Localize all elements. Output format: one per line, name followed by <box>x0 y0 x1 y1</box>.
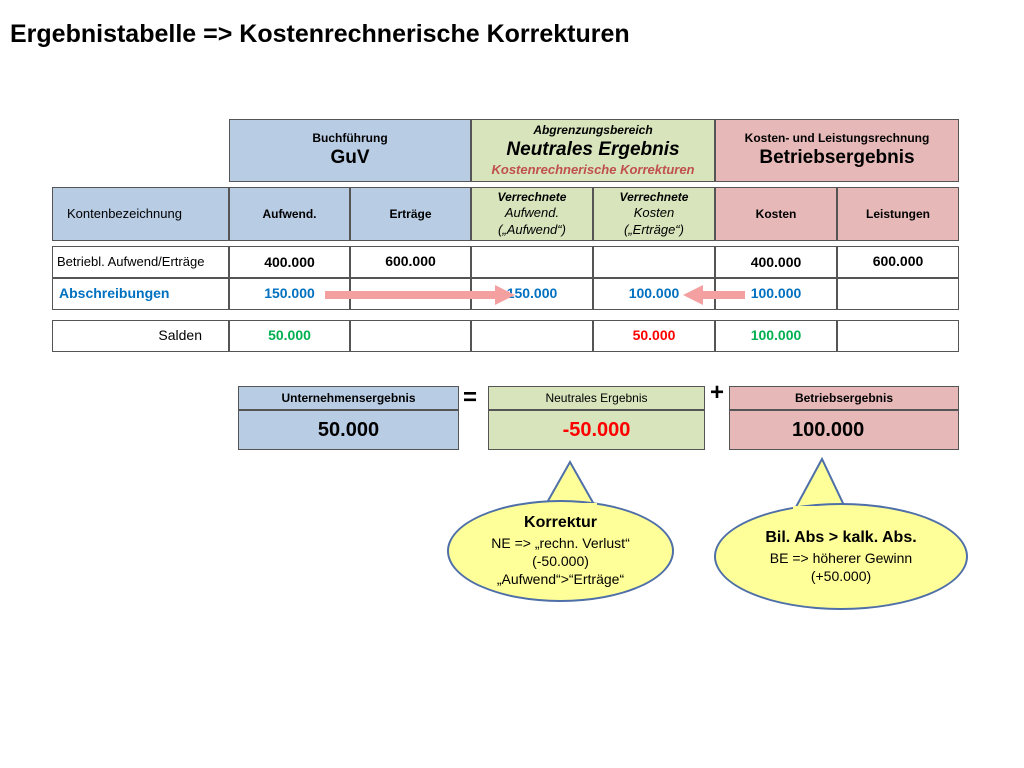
bubble-abschreibung-line2: (+50.000) <box>810 567 872 584</box>
result-neutral-value-text: -50.000 <box>562 418 631 441</box>
row-betrieb-leistungen: 600.000 <box>837 246 959 278</box>
bubble-korrektur-title: Korrektur <box>524 514 597 532</box>
col-verr-kosten-l3: („Erträge“) <box>624 221 684 237</box>
col-verr-kosten: Verrechnete Kosten („Erträge“) <box>593 187 715 241</box>
row-betrieb-verr-kosten <box>593 246 715 278</box>
plus-sign: + <box>710 379 725 406</box>
row-salden-verr-kosten-value: 50.000 <box>632 327 676 343</box>
bubble-abschreibung-title: Bil. Abs > kalk. Abs. <box>765 528 917 546</box>
arrow-left-icon <box>683 285 745 305</box>
col-verr-kosten-l1: Verrechnete <box>619 190 689 205</box>
col-kosten-label: Kosten <box>755 206 797 221</box>
equals-sign: = <box>463 384 478 411</box>
row-betrieb-ertraege: 600.000 <box>350 246 471 278</box>
col-verr-aufwend-l2: Aufwend. <box>504 205 560 221</box>
row-salden-leistungen <box>837 320 959 352</box>
bubble-korrektur-line3: „Aufwend“>“Erträge“ <box>496 571 625 588</box>
col-ertraege: Erträge <box>350 187 471 241</box>
col-ertraege-label: Erträge <box>389 206 432 221</box>
bubble-abschreibung: Bil. Abs > kalk. Abs. BE => höherer Gewi… <box>714 503 968 610</box>
row-abschreibungen-aufwend-value: 150.000 <box>264 285 315 302</box>
row-salden-verr-kosten: 50.000 <box>593 320 715 352</box>
row-salden-aufwend-value: 50.000 <box>268 327 311 344</box>
header-abgrenzung-sub: Kostenrechnerische Korrekturen <box>491 161 695 177</box>
col-aufwend-label: Aufwend. <box>262 206 317 221</box>
result-unternehmen-label-text: Unternehmensergebnis <box>281 390 416 405</box>
tail-joint-right <box>793 506 847 520</box>
row-betrieb-aufwend-value: 400.000 <box>264 254 315 270</box>
bubble-korrektur-line1: NE => „rechn. Verlust“ <box>491 535 630 552</box>
row-betrieb-ertraege-value: 600.000 <box>385 253 436 270</box>
col-aufwend: Aufwend. <box>229 187 350 241</box>
bubble-korrektur: Korrektur NE => „rechn. Verlust“ (-50.00… <box>447 500 674 602</box>
arrow-right-icon <box>325 285 515 305</box>
header-buchfuehrung-big: GuV <box>330 147 370 169</box>
row-abschreibungen-kosten-value: 100.000 <box>750 285 802 302</box>
result-neutral-value: -50.000 <box>488 410 705 450</box>
header-buchfuehrung-small: Buchführung <box>312 131 388 146</box>
col-kontenbezeichnung-label: Kontenbezeichnung <box>67 205 182 221</box>
row-betrieb-label: Betriebl. Aufwend/Erträge <box>52 246 229 278</box>
row-betrieb-kosten: 400.000 <box>715 246 837 278</box>
result-betrieb-label: Betriebsergebnis <box>729 386 959 410</box>
arrow-left-head <box>683 285 703 305</box>
row-abschreibungen-label: Abschreibungen <box>52 278 229 310</box>
row-betrieb-label-text: Betriebl. Aufwend/Erträge <box>57 253 205 269</box>
result-unternehmen-value: 50.000 <box>238 410 459 450</box>
page-title: Ergebnistabelle => Kostenrechnerische Ko… <box>10 20 630 48</box>
row-salden-verr-aufwend <box>471 320 593 352</box>
arrow-right-head <box>495 285 515 305</box>
result-unternehmen-label: Unternehmensergebnis <box>238 386 459 410</box>
row-abschreibungen-label-text: Abschreibungen <box>59 285 170 302</box>
row-betrieb-verr-aufwend <box>471 246 593 278</box>
row-salden-label: Salden <box>52 320 229 352</box>
header-buchfuehrung: Buchführung GuV <box>229 119 471 182</box>
header-abgrenzung-big: Neutrales Ergebnis <box>506 139 680 160</box>
tail-joint-left <box>543 503 597 517</box>
arrow-right-shaft <box>325 291 497 299</box>
header-klr-small: Kosten- und Leistungsrechnung <box>744 131 930 146</box>
row-salden-ertraege <box>350 320 471 352</box>
header-klr-big: Betriebsergebnis <box>759 147 915 169</box>
result-betrieb-value: 100.000 <box>729 410 959 450</box>
row-salden-kosten-value: 100.000 <box>750 327 802 344</box>
col-kontenbezeichnung: Kontenbezeichnung <box>52 187 229 241</box>
result-neutral-label: Neutrales Ergebnis <box>488 386 705 410</box>
row-salden-label-text: Salden <box>158 327 202 344</box>
result-neutral-label-text: Neutrales Ergebnis <box>545 390 648 405</box>
bubble-abschreibung-line1: BE => höherer Gewinn <box>769 549 913 566</box>
result-betrieb-value-text: 100.000 <box>792 418 865 441</box>
row-abschreibungen-verr-kosten-value: 100.000 <box>628 285 680 302</box>
col-verr-aufwend: Verrechnete Aufwend. („Aufwend“) <box>471 187 593 241</box>
col-verr-aufwend-l1: Verrechnete <box>497 190 567 205</box>
row-abschreibungen-leistungen <box>837 278 959 310</box>
col-verr-kosten-l2: Kosten <box>633 205 675 221</box>
header-abgrenzung-small: Abgrenzungsbereich <box>533 123 653 137</box>
row-betrieb-kosten-value: 400.000 <box>750 254 802 270</box>
header-abgrenzung: Abgrenzungsbereich Neutrales Ergebnis Ko… <box>471 119 715 182</box>
header-klr: Kosten- und Leistungsrechnung Betriebser… <box>715 119 959 182</box>
row-salden-aufwend: 50.000 <box>229 320 350 352</box>
row-betrieb-aufwend: 400.000 <box>229 246 350 278</box>
col-leistungen-label: Leistungen <box>865 206 930 221</box>
result-betrieb-label-text: Betriebsergebnis <box>794 390 894 405</box>
col-verr-aufwend-l3: („Aufwend“) <box>498 221 566 237</box>
arrow-left-shaft <box>701 291 745 299</box>
col-leistungen: Leistungen <box>837 187 959 241</box>
bubble-korrektur-line2: (-50.000) <box>532 553 589 570</box>
row-betrieb-leistungen-value: 600.000 <box>872 253 924 270</box>
row-abschreibungen-verr-aufwend-value: 150.000 <box>506 285 558 302</box>
result-unternehmen-value-text: 50.000 <box>317 418 380 441</box>
row-salden-kosten: 100.000 <box>715 320 837 352</box>
col-kosten: Kosten <box>715 187 837 241</box>
